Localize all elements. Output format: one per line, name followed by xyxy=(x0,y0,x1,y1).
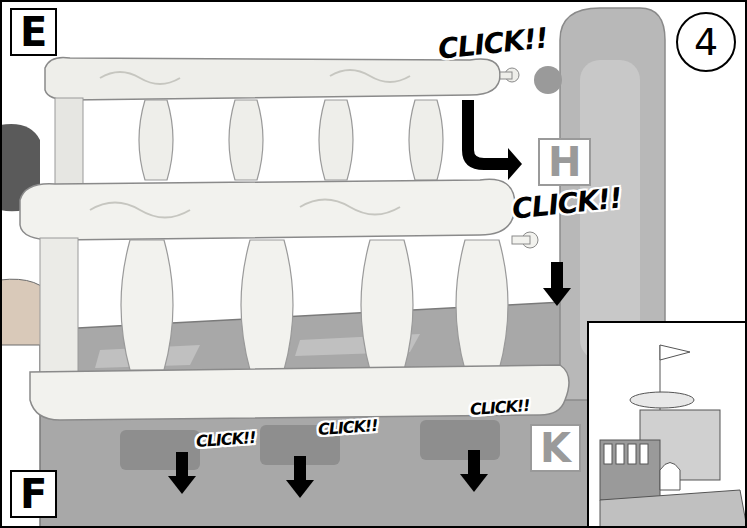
part-letter: F xyxy=(10,470,57,518)
part-letter: H xyxy=(538,138,591,186)
part-letter: K xyxy=(530,424,581,472)
step-number: 4 xyxy=(676,12,736,72)
click-callout: CLICK!! xyxy=(318,418,379,438)
click-callout: CLICK!! xyxy=(470,398,531,418)
part-letter: E xyxy=(10,8,57,56)
click-callout: CLICK!! xyxy=(196,430,257,450)
